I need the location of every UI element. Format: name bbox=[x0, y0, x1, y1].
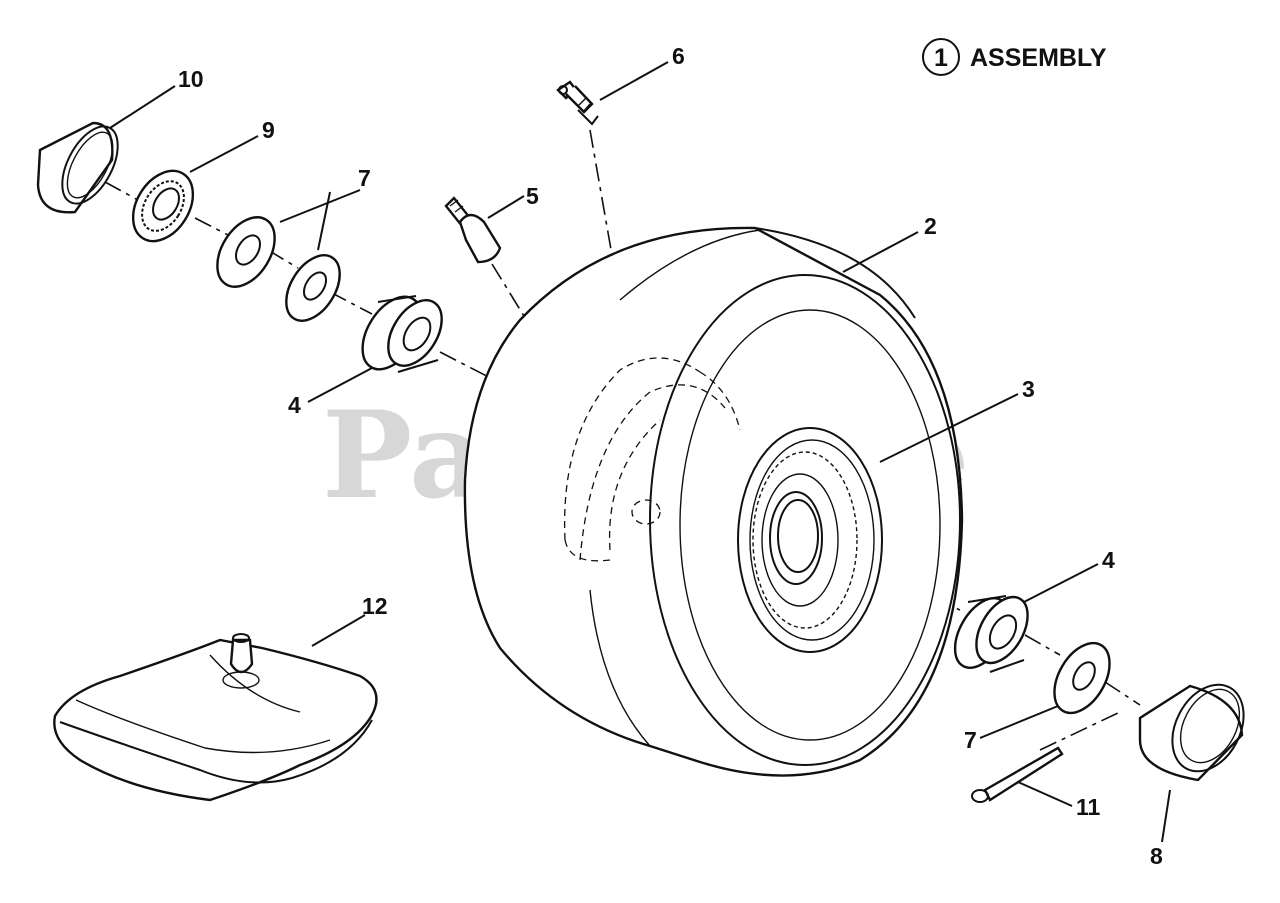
part-4-spacer-lower bbox=[953, 595, 1029, 673]
part-9-bearing bbox=[131, 169, 195, 243]
part-8-bearing-cup bbox=[1138, 683, 1245, 782]
callout-6: 6 bbox=[672, 43, 685, 69]
title-circle bbox=[922, 38, 960, 76]
callout-12: 12 bbox=[362, 593, 388, 619]
callout-10: 10 bbox=[178, 66, 204, 92]
leader-lines bbox=[109, 61, 1171, 843]
part-6-grease-fitting bbox=[556, 80, 599, 126]
part-5-valve-stem bbox=[444, 196, 502, 264]
callout-9: 9 bbox=[262, 117, 275, 143]
part-3-rim bbox=[737, 427, 883, 653]
assembly-title: 1 ASSEMBLY bbox=[922, 38, 1107, 76]
part-12-inner-tube bbox=[53, 633, 378, 802]
part-7-washers-upper bbox=[216, 216, 341, 322]
callout-5: 5 bbox=[526, 183, 539, 209]
callout-7-lower: 7 bbox=[964, 727, 977, 753]
callout-2: 2 bbox=[924, 213, 937, 239]
callout-3: 3 bbox=[1022, 376, 1035, 402]
title-label: ASSEMBLY bbox=[970, 44, 1107, 72]
part-2-tire bbox=[463, 226, 964, 777]
part-7-washer-lower bbox=[1053, 641, 1111, 715]
callout-8: 8 bbox=[1150, 843, 1163, 869]
callout-numbers: 10 9 7 6 5 2 4 3 12 4 7 11 8 bbox=[178, 43, 1163, 869]
part-4-spacer-upper bbox=[361, 295, 443, 373]
callout-11: 11 bbox=[1076, 794, 1101, 820]
callout-4-upper: 4 bbox=[288, 392, 301, 418]
callout-7-upper: 7 bbox=[358, 165, 371, 191]
part-11-cotter-pin bbox=[971, 746, 1064, 803]
title-number: 1 bbox=[934, 44, 948, 72]
callout-4-lower: 4 bbox=[1102, 547, 1115, 573]
hidden-hub-lines bbox=[563, 357, 741, 562]
part-10-bearing-cup bbox=[36, 121, 119, 214]
